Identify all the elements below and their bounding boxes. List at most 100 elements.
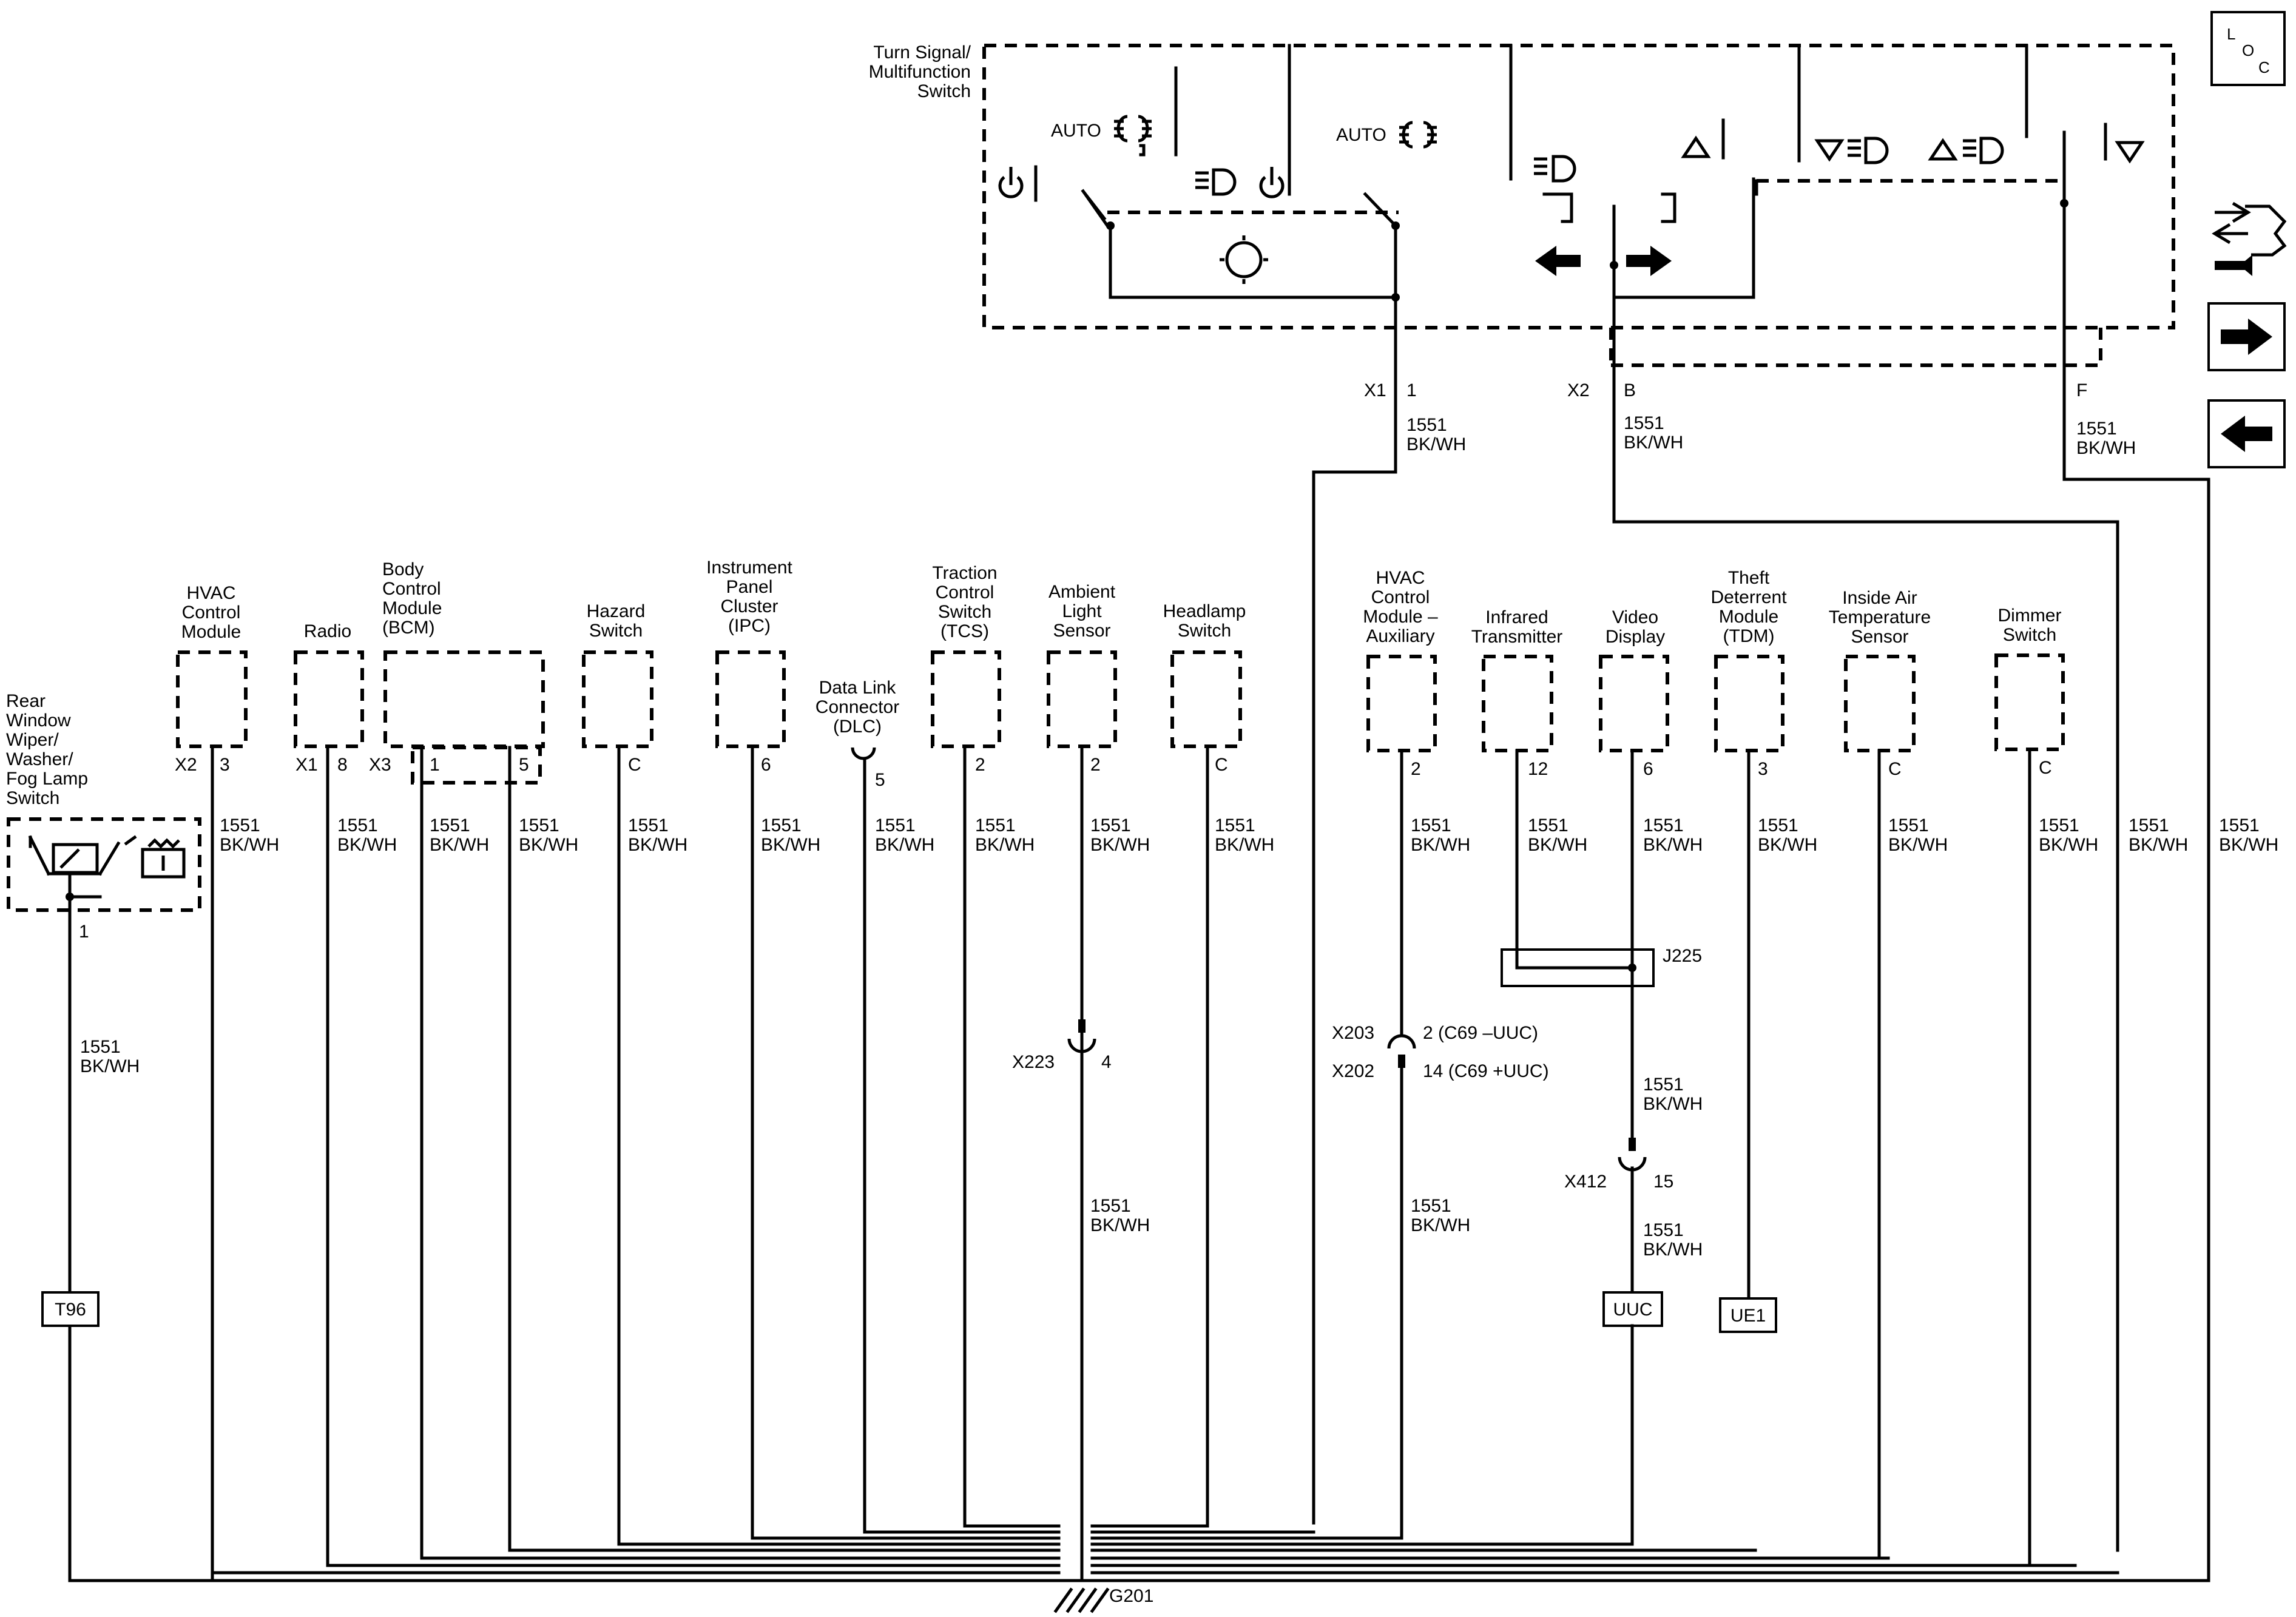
tsm-x2-feed-wire-labels: 1551 BK/WH	[1624, 413, 1683, 453]
previous-page-icon	[2221, 416, 2272, 452]
hvac-control-module: HVAC Control Module X2 3 1551 BK/WH	[175, 583, 279, 1582]
pin-label: C	[2039, 758, 2052, 778]
component-label: Switch	[589, 621, 643, 641]
low-beam-icon	[1534, 155, 1576, 183]
wire-color: BK/WH	[1411, 835, 1470, 855]
connector-label: X412	[1564, 1172, 1607, 1192]
wire-number: 1551	[1411, 815, 1451, 836]
tsm-x1-pin: 1	[1406, 380, 1417, 400]
wire-number: 1551	[2039, 815, 2079, 836]
x1-wire-number: 1551	[1406, 415, 1447, 435]
wire-color: BK/WH	[1643, 835, 1703, 855]
turn-signal-multifunction-switch: Turn Signal/ Multifunction Switch AUTO	[869, 42, 2175, 524]
wire-color: BK/WH	[1215, 835, 1274, 855]
component-label: Module	[181, 622, 241, 642]
wire-number: 1551	[1411, 1196, 1451, 1216]
wire-color: BK/WH	[1888, 835, 1948, 855]
triangle-down-icon	[2115, 141, 2145, 164]
component-label: Module –	[1363, 607, 1438, 627]
inside-air-temperature-sensor: Inside Air Temperature Sensor C 1551 BK/…	[1829, 588, 1948, 1560]
next-page-button[interactable]	[2207, 302, 2286, 371]
tsm-x1-feed-wire-labels: 1551 BK/WH	[1406, 415, 1466, 454]
option-box-uuc: UUC	[1613, 1300, 1653, 1320]
component-label: Control	[182, 603, 241, 623]
loc-button[interactable]: L O C	[2210, 11, 2286, 86]
component-label: Panel	[726, 577, 773, 597]
wire-number: 1551	[2129, 815, 2169, 836]
park-lamp-icon	[1114, 115, 1152, 143]
wire-number: 1551	[1758, 815, 1798, 836]
component-label: Rear	[6, 691, 46, 711]
loc-letter-o: O	[2242, 41, 2254, 59]
wire-number: 1551	[2219, 815, 2260, 836]
connector-label: X3	[369, 755, 391, 775]
pin-label: 2 (C69 –UUC)	[1423, 1023, 1538, 1043]
tsm-f-pin: F	[2076, 380, 2087, 400]
wire-number: 1551	[875, 815, 916, 836]
ground-label: G201	[1109, 1586, 1153, 1606]
component-label: Module	[382, 598, 442, 618]
wire-color: BK/WH	[430, 835, 489, 855]
wire-color: BK/WH	[1090, 835, 1150, 855]
wire-number: 1551	[1528, 815, 1568, 836]
wire-number: 1551	[1090, 815, 1131, 836]
component-label: (TCS)	[940, 621, 989, 641]
dimmer-switch: Dimmer Switch C 1551 BK/WH	[1994, 606, 2098, 1567]
fog-lamp-icon	[1848, 137, 1889, 164]
auto-label-2: AUTO	[1336, 125, 1386, 145]
pin-label: 2	[1411, 759, 1421, 779]
component-label: Radio	[304, 621, 351, 641]
component-label: HVAC	[1376, 568, 1425, 588]
tsm-x1-label: X1	[1364, 380, 1386, 400]
wire-number: 1551	[1643, 1075, 1684, 1095]
previous-page-button[interactable]	[2207, 399, 2286, 468]
wire-color: BK/WH	[761, 835, 820, 855]
wire-number: 1551	[80, 1037, 121, 1057]
video-display: Video Display 6 1551 BK/WH X412 15 1551 …	[1564, 607, 1703, 1546]
wire-number: 1551	[1888, 815, 1929, 836]
fog-lamp-icon	[141, 838, 186, 879]
component-label: Hazard	[587, 601, 646, 621]
next-page-icon	[2221, 319, 2272, 355]
pin-label: C	[1888, 759, 1902, 779]
pin-label: 15	[1653, 1172, 1673, 1192]
component-label: Headlamp	[1163, 601, 1246, 621]
loc-letter-c: C	[2258, 58, 2270, 76]
power-icon	[998, 167, 1024, 198]
triangle-down-icon	[1814, 139, 1845, 162]
connector-label: X203	[1332, 1023, 1374, 1043]
component-label: Light	[1062, 601, 1102, 621]
pin-label: 12	[1528, 759, 1548, 779]
component-label: Inside Air	[1842, 588, 1917, 608]
pin-label: 6	[1643, 759, 1653, 779]
theft-deterrent-module: Theft Deterrent Module (TDM) 3 1551 BK/W…	[1710, 568, 1817, 1333]
component-label: Window	[6, 711, 71, 731]
component-label: Body	[382, 559, 424, 579]
pin-label: 2	[1090, 755, 1101, 775]
park-lamp-icon	[1399, 121, 1437, 149]
tsm-title-2: Multifunction	[869, 62, 971, 82]
wire-number: 1551	[519, 815, 559, 836]
dome-lamp-icon	[1220, 235, 1268, 284]
component-label: Washer/	[6, 749, 73, 769]
connector-end-view-icon[interactable]	[2212, 201, 2287, 276]
wire-color: BK/WH	[1528, 835, 1587, 855]
data-link-connector: Data Link Connector (DLC) 5 1551 BK/WH	[815, 678, 934, 1534]
connector-label: X202	[1332, 1061, 1374, 1081]
component-label: Fog Lamp	[6, 769, 88, 789]
radio: Radio X1 8 1551 BK/WH	[294, 621, 397, 1567]
component-label: Switch	[1178, 621, 1231, 641]
tsm-title-1: Turn Signal/	[873, 42, 971, 62]
component-label: Infrared	[1485, 607, 1548, 627]
pin-label: C	[1215, 755, 1228, 775]
loc-letter-l: L	[2227, 25, 2235, 43]
option-box-ue1: UE1	[1730, 1306, 1766, 1326]
component-label: Control	[382, 579, 441, 599]
f-wire-color: BK/WH	[2076, 438, 2136, 458]
component-label: Sensor	[1851, 627, 1908, 647]
pin-label: 1	[430, 755, 440, 775]
wire-number: 1551	[430, 815, 470, 836]
pin-label: 2	[975, 755, 985, 775]
instrument-panel-cluster: Instrument Panel Cluster (IPC) 6 1551 BK…	[706, 558, 820, 1540]
